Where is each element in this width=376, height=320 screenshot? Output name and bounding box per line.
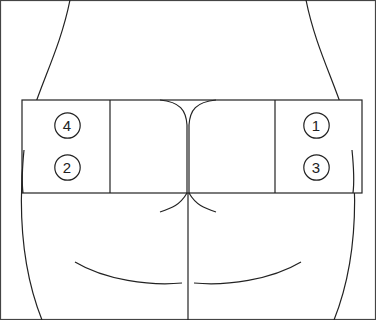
callout-circle: 3 bbox=[303, 154, 330, 181]
callout-circle: 1 bbox=[303, 112, 330, 139]
injection-band bbox=[22, 100, 362, 193]
callout-number: 3 bbox=[312, 160, 320, 175]
callout-circle: 4 bbox=[54, 112, 81, 139]
left-cleft-curve bbox=[160, 100, 187, 193]
callout-number: 2 bbox=[63, 160, 71, 175]
left-gluteal-fold bbox=[75, 262, 182, 284]
callout-number: 4 bbox=[63, 118, 71, 133]
right-body-outline-band bbox=[352, 150, 354, 193]
right-cleft-curve bbox=[189, 100, 216, 193]
left-quadrant-line bbox=[109, 100, 110, 193]
right-gluteal-fold bbox=[194, 262, 301, 284]
gluteal-cleft bbox=[187, 193, 188, 320]
right-quadrant-line bbox=[274, 100, 275, 193]
right-cheek-top bbox=[189, 193, 216, 212]
left-body-outline-band bbox=[22, 150, 24, 193]
left-cheek-top bbox=[160, 193, 187, 212]
callout-number: 1 bbox=[312, 118, 320, 133]
callout-circle: 2 bbox=[54, 154, 81, 181]
